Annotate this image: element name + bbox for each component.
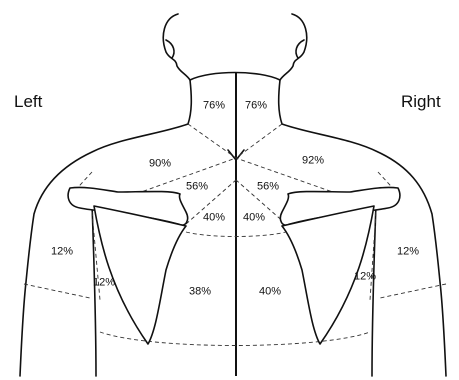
- pct-neck-right: 76%: [245, 101, 267, 112]
- pct-mid-trap-right: 56%: [257, 182, 279, 193]
- pct-lower-back-right: 40%: [259, 287, 281, 298]
- pct-lower-back-left: 38%: [189, 287, 211, 298]
- arm-inner-right: [372, 204, 376, 376]
- pct-rhomboid-left: 40%: [203, 213, 225, 224]
- scapula-left-body: [94, 206, 186, 344]
- pct-upper-trap-right: 92%: [302, 156, 324, 167]
- ear-detail-left: [166, 40, 174, 58]
- boundary-trap-right: [236, 158, 344, 196]
- pct-scap-edge-left: 12%: [93, 278, 115, 289]
- label-right-side: Right: [401, 93, 441, 110]
- boundary-lat-right: [380, 284, 446, 298]
- boundary-neck-left: [188, 124, 236, 158]
- boundary-trap-left: [130, 158, 236, 196]
- pct-upper-trap-left: 90%: [149, 159, 171, 170]
- pct-mid-trap-left: 56%: [186, 182, 208, 193]
- pct-lat-left: 12%: [51, 247, 73, 258]
- pct-neck-left: 76%: [203, 101, 225, 112]
- boundary-neck-right: [236, 124, 282, 158]
- pct-rhomboid-right: 40%: [243, 213, 265, 224]
- pct-lat-right: 12%: [397, 247, 419, 258]
- ear-detail-right: [296, 40, 304, 58]
- pct-scap-edge-right: 12%: [354, 272, 376, 283]
- boundary-lat-left: [24, 284, 90, 298]
- label-left-side: Left: [14, 93, 42, 110]
